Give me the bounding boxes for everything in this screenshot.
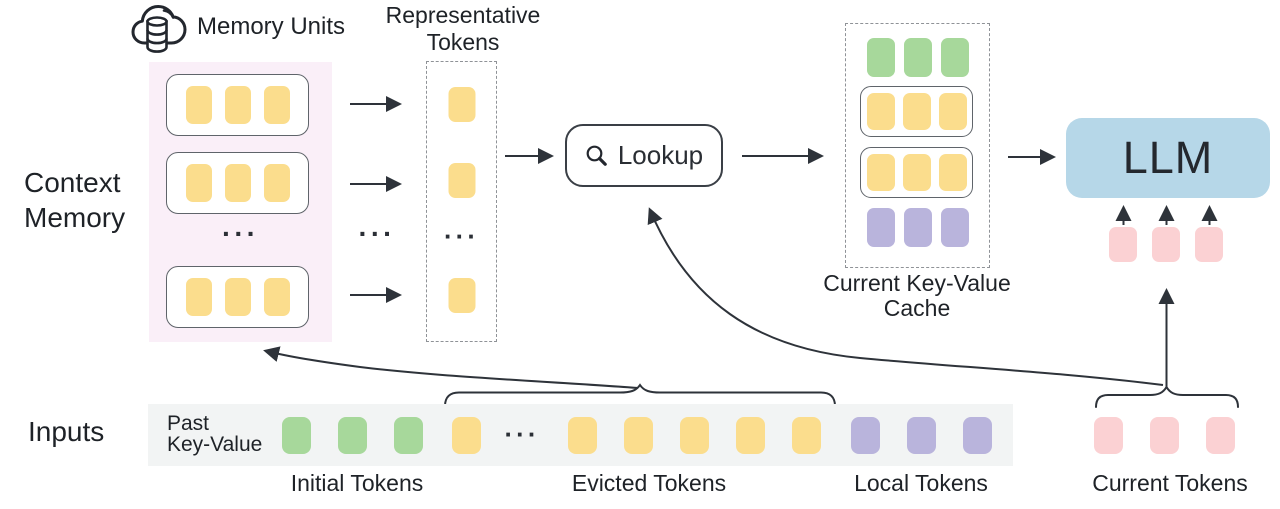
representative-tokens-box: ···: [426, 61, 497, 342]
cache-initial-tokens-row: [846, 38, 989, 77]
green-token: [866, 38, 895, 77]
pink-token: [1195, 227, 1223, 262]
context-memory-label: Context Memory: [24, 165, 125, 235]
representative-token: [448, 87, 475, 122]
purple-token: [903, 208, 932, 247]
curve-evicted-to-memory: [263, 346, 639, 389]
current-kv-cache-label: Current Key-Value Cache: [817, 271, 1017, 321]
yellow-token: [736, 417, 765, 454]
purple-token: [963, 417, 992, 454]
evicted-brace: [444, 383, 836, 407]
yellow-token: [624, 417, 653, 454]
pink-token: [1109, 227, 1137, 262]
yellow-token: [680, 417, 709, 454]
representative-token: [448, 163, 475, 198]
past-kv-line1: Past: [167, 412, 210, 435]
purple-token: [940, 208, 969, 247]
lookup-node: Lookup: [565, 124, 723, 187]
cloud-database-icon: [131, 5, 187, 53]
representative-ellipsis: ···: [444, 221, 479, 251]
pink-token: [1206, 417, 1235, 454]
initial-tokens-label: Initial Tokens: [290, 470, 424, 496]
purple-token: [851, 417, 880, 454]
pink-token: [1150, 417, 1179, 454]
local-tokens-label: Local Tokens: [854, 470, 988, 496]
yellow-token: [452, 417, 481, 454]
memory-unit-row: [166, 266, 309, 328]
pink-token: [1152, 227, 1180, 262]
evicted-tokens-label: Evicted Tokens: [571, 470, 727, 496]
yellow-token: [568, 417, 597, 454]
evicted-tokens-group-tail: [568, 417, 821, 454]
initial-tokens-group: [282, 417, 423, 454]
cache-memory-unit-row: [860, 147, 973, 198]
yellow-token: [792, 417, 821, 454]
green-token: [282, 417, 311, 454]
green-token: [940, 38, 969, 77]
cache-memory-unit-row: [860, 86, 973, 137]
cache-label-line2: Cache: [883, 295, 951, 321]
yellow-token: [224, 164, 251, 202]
purple-token: [866, 208, 895, 247]
search-icon: [586, 145, 607, 166]
yellow-token: [185, 86, 212, 124]
yellow-token: [448, 163, 475, 198]
yellow-token: [902, 154, 931, 191]
representative-tokens-line2: Tokens: [426, 29, 500, 55]
cache-label-line1: Current Key-Value: [823, 270, 1011, 296]
current-brace: [1095, 385, 1239, 408]
evicted-ellipsis: ···: [504, 419, 540, 449]
representative-tokens-line1: Representative: [385, 2, 541, 28]
llm-label: LLM: [1122, 132, 1214, 183]
yellow-token: [866, 154, 895, 191]
representative-tokens-label: Representative Tokens: [373, 2, 553, 56]
yellow-token: [448, 87, 475, 122]
yellow-token: [866, 93, 895, 130]
purple-token: [907, 417, 936, 454]
current-tokens-group: [1094, 417, 1235, 454]
yellow-token: [224, 86, 251, 124]
yellow-token: [185, 164, 212, 202]
green-token: [903, 38, 932, 77]
yellow-token: [263, 278, 290, 316]
past-kv-label: Past Key-Value: [167, 413, 262, 455]
green-token: [394, 417, 423, 454]
lookup-label: Lookup: [617, 140, 704, 170]
green-token: [338, 417, 367, 454]
yellow-token: [263, 86, 290, 124]
llm-input-tokens: [1109, 227, 1223, 262]
memory-units-label: Memory Units: [197, 13, 346, 40]
memory-unit-row: [166, 152, 309, 214]
evicted-tokens-group-head: [452, 417, 481, 454]
context-memory-line1: Context: [24, 167, 121, 198]
inputs-label: Inputs: [28, 416, 105, 447]
memory-ellipsis: ···: [222, 218, 259, 249]
yellow-token: [224, 278, 251, 316]
yellow-token: [902, 93, 931, 130]
context-memory-line2: Memory: [24, 202, 126, 233]
yellow-token: [263, 164, 290, 202]
current-tokens-label: Current Tokens: [1092, 470, 1248, 496]
past-kv-line2: Key-Value: [167, 433, 263, 456]
context-memory-panel: [149, 62, 332, 342]
current-kv-cache-box: [845, 23, 990, 268]
yellow-token: [938, 93, 967, 130]
memory-unit-row: [166, 74, 309, 136]
arrow-column-ellipsis: ···: [358, 218, 396, 249]
representative-token: [448, 278, 475, 313]
llm-box: LLM: [1066, 118, 1270, 198]
yellow-token: [938, 154, 967, 191]
cache-local-tokens-row: [846, 208, 989, 247]
pink-token: [1094, 417, 1123, 454]
yellow-token: [185, 278, 212, 316]
yellow-token: [448, 278, 475, 313]
local-tokens-group: [851, 417, 992, 454]
